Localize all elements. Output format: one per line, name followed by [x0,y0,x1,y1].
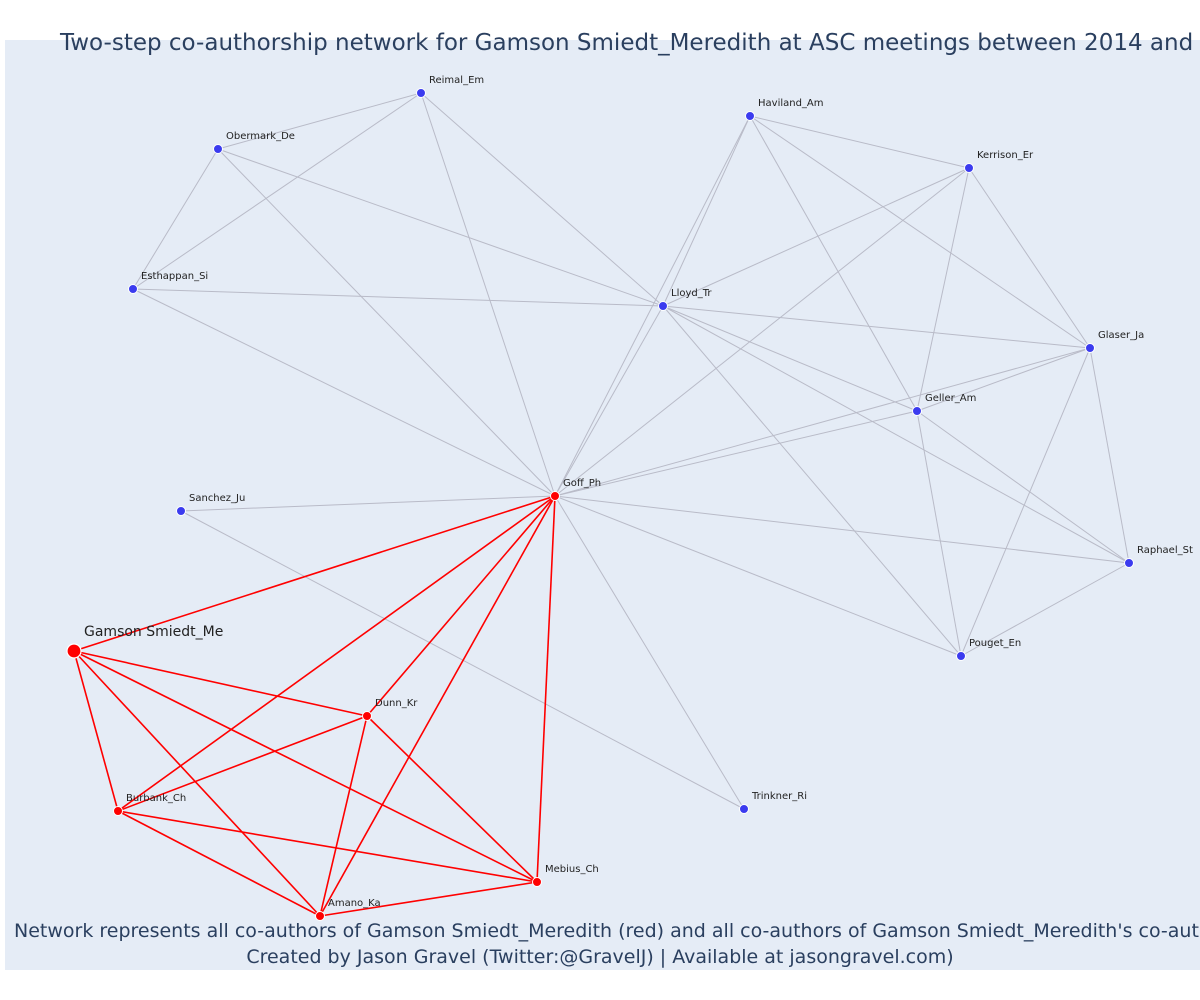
edge-Geller_Am-Goff_Ph [554,410,918,497]
edge-Reimal_Em-Esthappan_Si [132,92,422,290]
node-Gamson[interactable] [66,643,82,659]
edge-Reimal_Em-Obermark_De [217,92,422,150]
node-label-Sanchez_Ju: Sanchez_Ju [189,493,245,504]
edge-Haviland_Am-Geller_Am [749,115,918,412]
edge-Raphael_St-Pouget_En [960,562,1130,657]
edge-Obermark_De-Esthappan_Si [132,148,219,290]
node-Reimal_Em[interactable] [416,88,426,98]
node-label-Geller_Am: Geller_Am [925,393,976,404]
edge-Goff_Ph-Raphael_St [554,495,1130,564]
edge-Haviland_Am-Goff_Ph [554,115,751,497]
node-label-Dunn_Kr: Dunn_Kr [375,698,418,709]
edge-Dunn_Kr-Burbank_Ch [117,715,368,812]
node-label-Amano_Ka: Amano_Ka [328,898,381,909]
node-Mebius_Ch[interactable] [532,877,542,887]
caption-line-2: Created by Jason Gravel (Twitter:@Gravel… [246,946,954,968]
edge-Geller_Am-Raphael_St [916,410,1130,564]
node-Esthappan_Si[interactable] [128,284,138,294]
caption-line-1: Network represents all co-authors of Gam… [14,920,1200,942]
node-Burbank_Ch[interactable] [113,806,123,816]
edge-Geller_Am-Pouget_En [916,410,962,657]
node-Kerrison_Er[interactable] [964,163,974,173]
edge-Goff_Ph-Sanchez_Ju [180,495,556,512]
node-label-Trinkner_Ri: Trinkner_Ri [751,791,807,802]
edge-Haviland_Am-Glaser_Ja [749,115,1091,349]
edge-Dunn_Kr-Mebius_Ch [366,715,538,883]
node-label-Reimal_Em: Reimal_Em [429,75,484,86]
edge-Gamson-Amano_Ka [73,650,321,917]
node-label-Glaser_Ja: Glaser_Ja [1098,330,1144,341]
edge-Amano_Ka-Mebius_Ch [319,881,538,917]
edge-Kerrison_Er-Lloyd_Tr [662,167,970,307]
edge-Lloyd_Tr-Goff_Ph [554,305,664,497]
edge-Goff_Ph-Mebius_Ch [536,495,556,883]
edge-Glaser_Ja-Goff_Ph [554,347,1091,497]
edge-Lloyd_Tr-Glaser_Ja [662,305,1091,349]
node-label-Kerrison_Er: Kerrison_Er [977,150,1034,161]
edge-Lloyd_Tr-Pouget_En [662,305,962,657]
edge-Goff_Ph-Trinkner_Ri [554,495,745,810]
edge-Reimal_Em-Lloyd_Tr [420,92,664,307]
edge-Kerrison_Er-Glaser_Ja [968,167,1091,349]
node-Trinkner_Ri[interactable] [739,804,749,814]
edge-layer [73,92,1130,917]
edge-Goff_Ph-Burbank_Ch [117,495,556,812]
edge-Haviland_Am-Kerrison_Er [749,115,970,169]
edge-Lloyd_Tr-Geller_Am [662,305,918,412]
node-label-Lloyd_Tr: Lloyd_Tr [671,288,712,299]
node-Goff_Ph[interactable] [550,491,560,501]
edge-Haviland_Am-Lloyd_Tr [662,115,751,307]
node-Dunn_Kr[interactable] [362,711,372,721]
edge-Gamson-Dunn_Kr [73,650,368,717]
plot-area [5,40,1200,970]
edge-Glaser_Ja-Pouget_En [960,347,1091,657]
edge-Goff_Ph-Amano_Ka [319,495,556,917]
edge-Gamson-Burbank_Ch [73,650,119,812]
edge-Glaser_Ja-Raphael_St [1089,347,1130,564]
edge-Esthappan_Si-Goff_Ph [132,288,556,497]
edge-Obermark_De-Lloyd_Tr [217,148,664,307]
chart-title: Two-step co-authorship network for Gamso… [60,30,1194,56]
node-label-Pouget_En: Pouget_En [969,638,1021,649]
node-label-Esthappan_Si: Esthappan_Si [141,271,208,282]
node-Obermark_De[interactable] [213,144,223,154]
edge-Goff_Ph-Pouget_En [554,495,962,657]
edge-Reimal_Em-Goff_Ph [420,92,556,497]
node-label-Raphael_St: Raphael_St [1137,545,1193,556]
edge-Esthappan_Si-Lloyd_Tr [132,288,664,307]
chart-caption: Network represents all co-authors of Gam… [0,918,1200,970]
node-Lloyd_Tr[interactable] [658,301,668,311]
node-Haviland_Am[interactable] [745,111,755,121]
node-Amano_Ka[interactable] [315,911,325,921]
node-label-Burbank_Ch: Burbank_Ch [126,793,186,804]
node-Sanchez_Ju[interactable] [176,506,186,516]
node-label-Obermark_De: Obermark_De [226,131,295,142]
node-Pouget_En[interactable] [956,651,966,661]
edge-Burbank_Ch-Amano_Ka [117,810,321,917]
node-Glaser_Ja[interactable] [1085,343,1095,353]
edge-Goff_Ph-Dunn_Kr [366,495,556,717]
edge-Burbank_Ch-Mebius_Ch [117,810,538,883]
edge-Kerrison_Er-Geller_Am [916,167,970,412]
edge-Lloyd_Tr-Raphael_St [662,305,1130,564]
edge-Obermark_De-Goff_Ph [217,148,556,497]
edge-Kerrison_Er-Goff_Ph [554,167,970,497]
node-Geller_Am[interactable] [912,406,922,416]
edge-Gamson-Goff_Ph [73,495,556,652]
node-label-Haviland_Am: Haviland_Am [758,98,824,109]
node-Raphael_St[interactable] [1124,558,1134,568]
node-label-Mebius_Ch: Mebius_Ch [545,864,599,875]
edge-Gamson-Mebius_Ch [73,650,538,883]
node-label-Goff_Ph: Goff_Ph [563,478,601,489]
edge-Dunn_Kr-Amano_Ka [319,715,368,917]
edge-Glaser_Ja-Geller_Am [916,347,1091,412]
node-label-Gamson: Gamson Smiedt_Me [84,624,223,640]
